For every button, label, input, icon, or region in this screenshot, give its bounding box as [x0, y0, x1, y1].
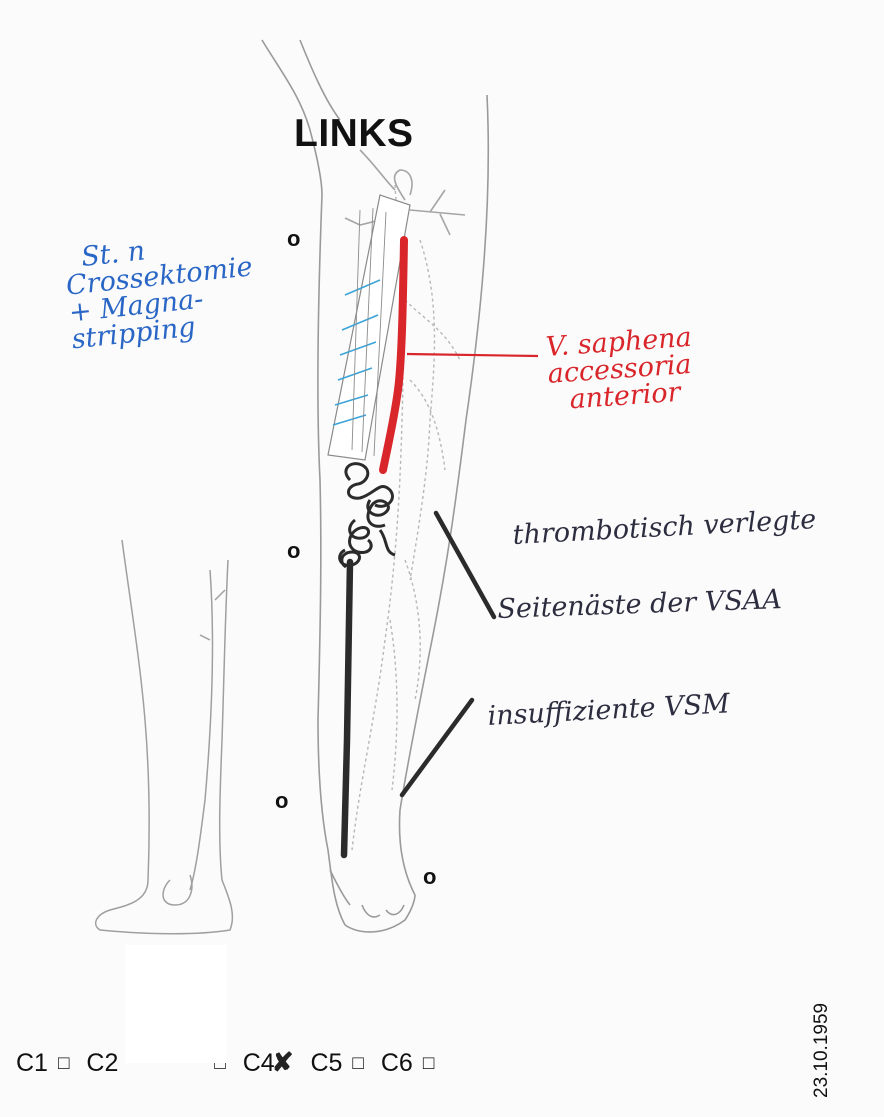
leg-marker-groin: o	[287, 226, 300, 252]
blue-surgery-note: St. n Crossektomie + Magna- stripping	[62, 226, 259, 353]
birth-date-label: 23.10.1959	[811, 1003, 833, 1098]
class-c5-label: C5	[310, 1049, 342, 1077]
leg-marker-ankle: o	[423, 864, 436, 890]
class-c1-checkbox[interactable]: □	[58, 1053, 69, 1074]
page-title: LINKS	[294, 112, 414, 156]
stripped-segment	[328, 195, 410, 460]
great-saphenous-vein-line	[344, 562, 350, 855]
leg-marker-calf: o	[275, 788, 288, 814]
ceap-classification-row: C1□ C2 □ C4✘ C5□ C6□	[16, 1047, 444, 1078]
leg-marker-knee: o	[287, 538, 300, 564]
red-vein-label: V. saphena accessoria anterior	[545, 324, 696, 415]
redaction-box	[125, 945, 227, 1063]
black-pointer-line-upper	[436, 513, 494, 617]
red-pointer-line	[407, 354, 538, 356]
main-leg-outline	[262, 40, 488, 932]
thrombosed-tributaries-scribble	[340, 464, 395, 567]
class-c2-label: C2	[86, 1049, 118, 1077]
class-c6-label: C6	[381, 1049, 413, 1077]
class-c5-checkbox[interactable]: □	[352, 1053, 363, 1074]
class-c6-checkbox[interactable]: □	[423, 1053, 434, 1074]
class-c4-label: C4	[243, 1049, 275, 1077]
class-c4-checked-mark[interactable]: ✘	[272, 1047, 294, 1077]
class-c1-label: C1	[16, 1049, 48, 1077]
reference-leg-sketch	[96, 540, 233, 934]
black-pointer-line-lower	[402, 700, 472, 795]
